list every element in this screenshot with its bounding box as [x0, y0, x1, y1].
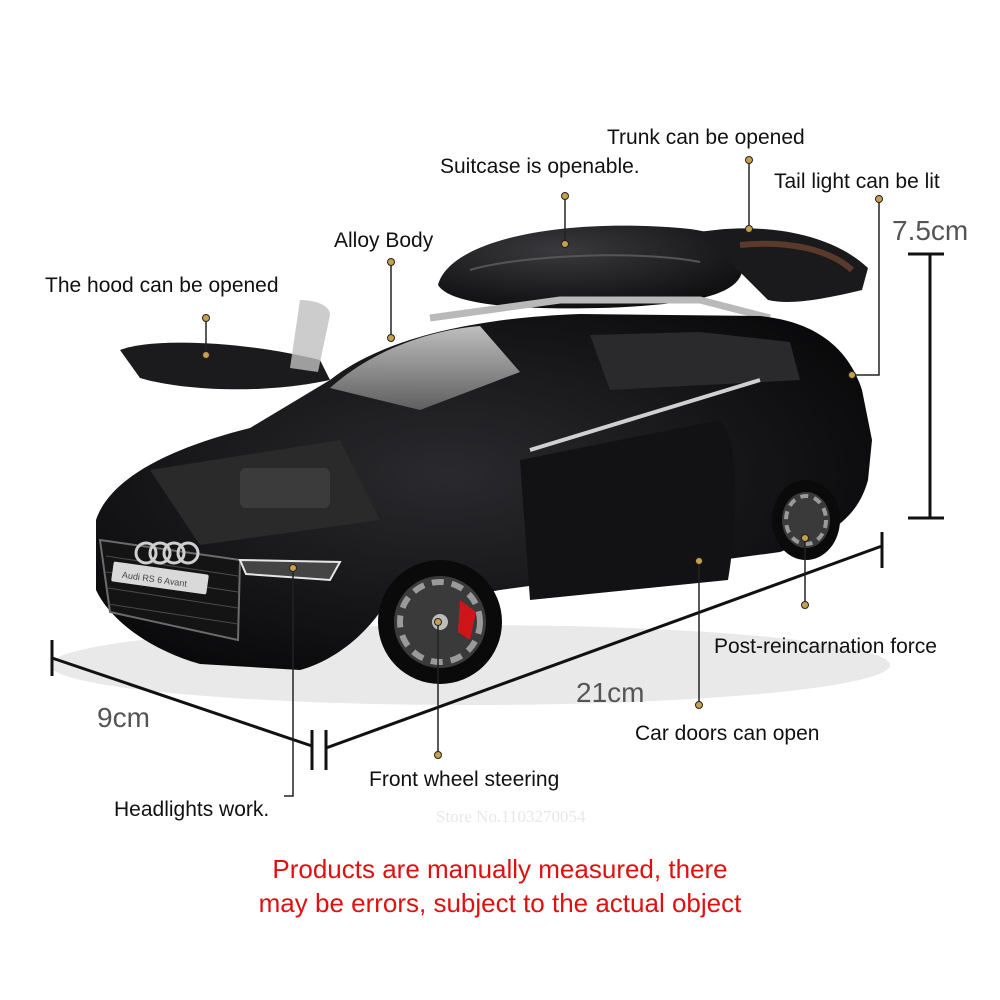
- label-post-force: Post-reincarnation force: [714, 635, 937, 658]
- disclaimer-line-1: Products are manually measured, there: [272, 854, 728, 884]
- side-window: [590, 332, 800, 390]
- roof-rail: [429, 296, 771, 322]
- dimension-height: 7.5cm: [892, 215, 969, 246]
- dimension-length: 21cm: [576, 677, 645, 708]
- front-door: [520, 420, 736, 600]
- leader-dots: [202, 156, 883, 759]
- label-headlights: Headlights work.: [114, 798, 270, 821]
- brake-caliper: [458, 600, 476, 640]
- disclaimer-line-2: may be errors, subject to the actual obj…: [258, 888, 742, 918]
- label-front-wheel: Front wheel steering: [369, 768, 560, 791]
- car-model: Audi RS 6 Avant: [96, 225, 872, 684]
- leader-lines: [205, 160, 880, 797]
- label-hood: The hood can be opened: [45, 274, 279, 297]
- brand-logo: [134, 541, 200, 565]
- rear-wheel: [772, 480, 840, 560]
- store-watermark: Store No.1103270054: [436, 807, 586, 826]
- dimension-width: 9cm: [97, 702, 150, 733]
- windshield: [330, 326, 520, 410]
- label-doors: Car doors can open: [635, 722, 820, 745]
- dimension-lines: [50, 252, 944, 770]
- label-alloy-body: Alloy Body: [334, 229, 434, 252]
- hood-panel: [120, 342, 330, 390]
- label-trunk: Trunk can be opened: [607, 126, 805, 149]
- label-suitcase: Suitcase is openable.: [440, 155, 640, 178]
- roof-suitcase: [438, 225, 744, 309]
- license-plate: Audi RS 6 Avant: [111, 561, 209, 595]
- label-tail-light: Tail light can be lit: [774, 170, 940, 193]
